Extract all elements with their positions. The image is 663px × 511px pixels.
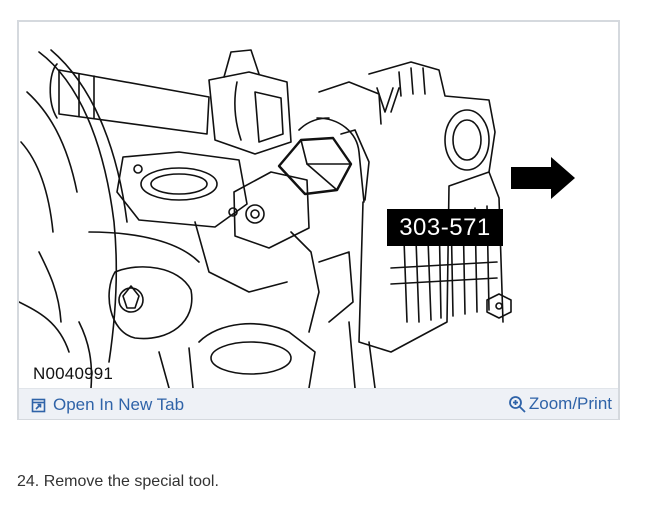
engine-line-drawing xyxy=(19,49,512,388)
figure-card: 303-571 N0040991 Open In New Tab Zoom/Pr… xyxy=(17,20,620,420)
zoom-print-link[interactable]: Zoom/Print xyxy=(508,394,612,414)
magnifier-zoom-icon xyxy=(508,395,526,413)
tool-number-callout: 303-571 xyxy=(387,209,503,246)
open-in-new-tab-link[interactable]: Open In New Tab xyxy=(31,395,184,415)
figure-toolbar: Open In New Tab Zoom/Print xyxy=(19,388,618,419)
instruction-step: 24. Remove the special tool. xyxy=(17,473,219,490)
zoom-print-label: Zoom/Print xyxy=(528,394,612,413)
open-in-new-tab-icon xyxy=(31,398,46,412)
figure-id-label: N0040991 xyxy=(33,364,114,383)
open-in-new-tab-label: Open In New Tab xyxy=(53,395,185,414)
direction-arrow-icon xyxy=(511,157,575,199)
